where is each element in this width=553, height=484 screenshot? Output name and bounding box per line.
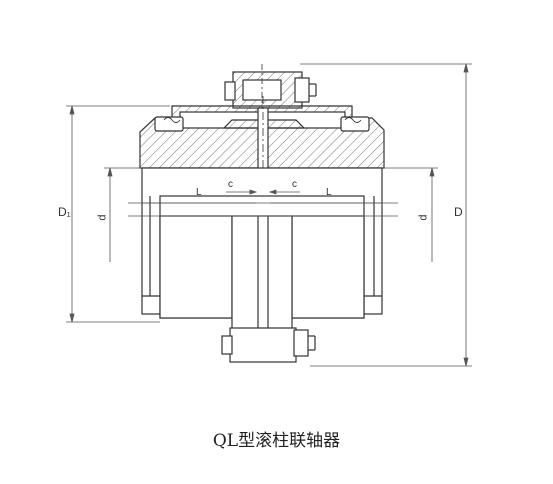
dimension-label-c-right: c [292, 179, 297, 190]
figure-caption: QL型滚柱联轴器 [212, 431, 341, 451]
bottom-bolt [221, 327, 316, 363]
dimension-label-D1: D₁ [58, 205, 71, 219]
dimension-label-c-left: c [228, 179, 233, 190]
dimension-label-D: D [454, 205, 463, 219]
dimension-label-d-left: d [96, 214, 109, 221]
dimension-label-d-right: d [417, 214, 430, 221]
dimension-label-L-right: L [326, 187, 332, 198]
top-bolt [224, 64, 317, 110]
vertical-dimensions [66, 63, 472, 367]
hub-body [141, 167, 383, 339]
dimension-label-L-left: L [196, 187, 202, 198]
dimension-marks [142, 189, 382, 204]
